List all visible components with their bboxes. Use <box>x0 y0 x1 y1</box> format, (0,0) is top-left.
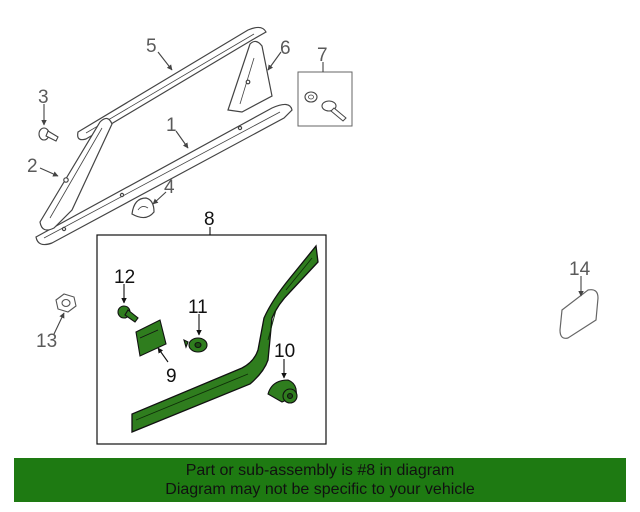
callout-8: 8 <box>204 209 215 230</box>
callout-4: 4 <box>164 177 175 198</box>
part-7-clip-kit <box>297 71 353 127</box>
part-11-clip <box>183 337 208 353</box>
part-14-cover-plate <box>559 289 599 339</box>
part-12-screw <box>117 305 139 323</box>
info-banner: Part or sub-assembly is #8 in diagram Di… <box>14 458 626 502</box>
part-8-door-molding <box>131 244 319 433</box>
part-6-rear-applique <box>227 40 273 113</box>
part-3-screw <box>38 127 59 142</box>
callout-12: 12 <box>114 267 135 288</box>
callout-1: 1 <box>166 115 177 136</box>
callout-2: 2 <box>27 156 38 177</box>
part-9-pad <box>135 319 167 357</box>
part-1-belt-molding <box>35 103 293 246</box>
parts-diagram: 5 6 7 3 1 2 4 8 12 11 10 9 13 14 <box>27 26 599 445</box>
part-4-cap <box>131 197 155 219</box>
part-5-window-molding <box>77 26 267 141</box>
callout-6: 6 <box>280 38 291 59</box>
callout-5: 5 <box>146 36 157 57</box>
callout-11: 11 <box>188 297 208 318</box>
callout-10: 10 <box>274 341 295 362</box>
callout-9: 9 <box>166 366 177 387</box>
part-2-front-applique <box>39 117 113 231</box>
part-13-nut <box>55 293 77 313</box>
part-10-clip <box>267 379 298 404</box>
assembly-leader-lines <box>121 227 287 379</box>
part-8-assembly-box <box>96 234 327 445</box>
leader-lines <box>39 51 584 335</box>
callout-7: 7 <box>317 45 328 66</box>
banner-line-1: Part or sub-assembly is #8 in diagram <box>185 462 455 479</box>
callout-3: 3 <box>38 87 49 108</box>
callout-14: 14 <box>569 259 591 280</box>
callout-13: 13 <box>36 331 57 352</box>
banner-line-2: Diagram may not be specific to your vehi… <box>165 481 475 498</box>
